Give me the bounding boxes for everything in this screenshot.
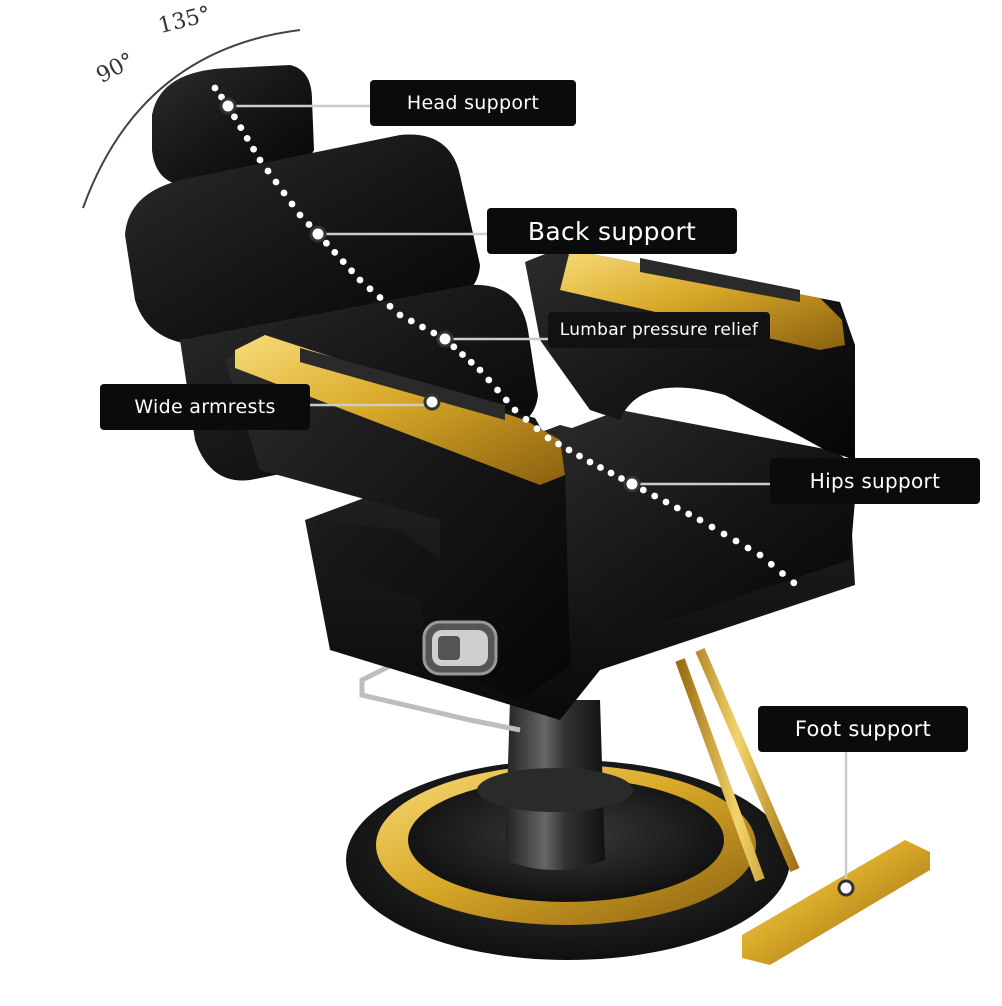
right-armrest-gold [560,250,845,350]
curve-dot [494,386,501,394]
curve-dot [396,311,404,319]
recline-lever [422,620,498,676]
curve-dot [544,434,552,442]
curve-dot [576,452,583,460]
curve-dot [485,376,493,384]
recline-angle-arc [82,29,301,209]
curve-dot [323,239,330,247]
hips-marker [623,475,641,493]
curve-dot [685,510,693,518]
curve-dot [250,145,257,153]
armrests-marker [423,393,441,411]
foot-ring [359,662,521,733]
curve-dot [511,406,519,414]
curve-dot [366,285,374,293]
curve-dot [565,446,573,454]
curve-dot [790,579,798,587]
curve-dot [522,415,530,423]
curve-dot [243,135,251,142]
curve-dot [767,560,775,568]
curve-dot [450,343,458,351]
left-armrest-gold [235,335,565,485]
curve-dot [280,189,288,197]
curve-dot [305,221,313,228]
curve-dot [467,358,475,366]
curve-dot [533,425,541,433]
curve-dot [459,351,466,358]
curve-dot [639,486,647,494]
support-curve-dots [211,84,798,587]
curve-dot [744,544,752,552]
seat-cushion [540,410,856,640]
curve-dot [430,329,438,337]
wide-armrests-label: Wide armrests [100,384,310,430]
curve-dot [296,211,304,219]
curve-dot [662,498,670,506]
curve-dot [696,516,704,524]
curve-dot [476,366,484,374]
curve-dot [673,504,681,512]
footrest-rods [675,648,800,882]
curve-dot [779,570,786,577]
curve-dot [386,302,394,310]
curve-dot [407,317,415,325]
back-support-marker [309,225,327,243]
curve-dot [356,276,364,284]
curve-dot [607,469,615,477]
curve-dot [211,84,219,92]
curve-dot [218,93,225,101]
curve-dot [502,396,510,404]
curve-dot [272,178,280,186]
curve-dot [256,156,264,164]
curve-dot [597,464,604,471]
curve-dot [732,537,740,545]
curve-dot [264,167,272,175]
curve-dot [231,113,238,121]
curve-dot [586,458,594,466]
back-support-label: Back support [487,208,737,254]
curve-dot [419,323,426,331]
foot-support-label: Foot support [758,706,968,752]
head-support-label: Head support [370,80,576,126]
curve-dot [618,475,625,482]
lumbar-relief-label: Lumbar pressure relief [548,312,770,348]
footrest-bar [742,840,930,965]
hips-support-label: Hips support [770,458,980,504]
curve-dot [376,294,384,301]
curve-dot [651,492,659,500]
curve-dot [348,267,355,275]
backrest-upper [125,134,480,346]
curve-dot [708,523,716,531]
headrest [152,65,314,185]
curve-dot [720,530,728,538]
lumbar-marker [436,330,454,348]
curve-dot [288,200,296,208]
curve-dot [331,249,339,256]
foot-support-marker [837,879,855,897]
head-support-marker [219,97,237,115]
curve-dot [237,124,245,131]
curve-dot [756,551,764,559]
curve-dot [555,440,562,448]
curve-dot [339,258,347,265]
